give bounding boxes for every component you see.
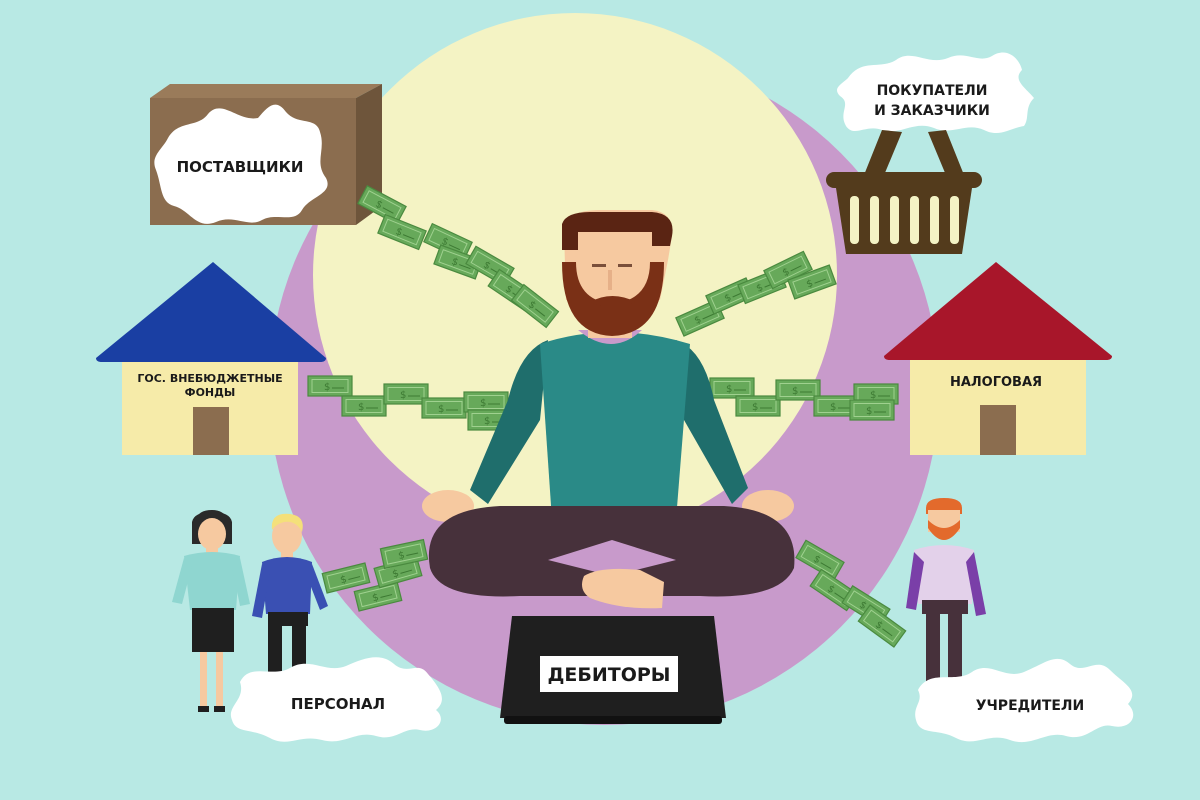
funds-label-line1: ГОС. ВНЕБЮДЖЕТНЫЕ xyxy=(137,372,282,385)
meditating-man xyxy=(422,210,795,609)
staff-woman xyxy=(172,510,250,712)
debtors-label: ДЕБИТОРЫ xyxy=(547,664,670,686)
staff-man xyxy=(252,513,328,682)
funds-label-line2: ФОНДЫ xyxy=(185,386,236,399)
founders-label: УЧРЕДИТЕЛИ xyxy=(976,698,1085,714)
customers-label-line2: И ЗАКАЗЧИКИ xyxy=(874,103,990,119)
staff-splat xyxy=(230,657,442,742)
suppliers-splat xyxy=(154,104,328,224)
laptop-icon xyxy=(500,616,726,724)
customers-splat xyxy=(837,52,1034,134)
staff-label: ПЕРСОНАЛ xyxy=(291,695,385,713)
founder-man xyxy=(906,498,986,694)
shopping-basket-icon xyxy=(826,130,982,254)
tax-label: НАЛОГОВАЯ xyxy=(950,375,1042,390)
funds-house xyxy=(96,262,326,455)
founders-splat xyxy=(915,658,1134,743)
customers-label-line1: ПОКУПАТЕЛИ xyxy=(877,83,988,99)
tax-house xyxy=(884,262,1112,455)
suppliers-label: ПОСТАВЩИКИ xyxy=(177,158,304,176)
